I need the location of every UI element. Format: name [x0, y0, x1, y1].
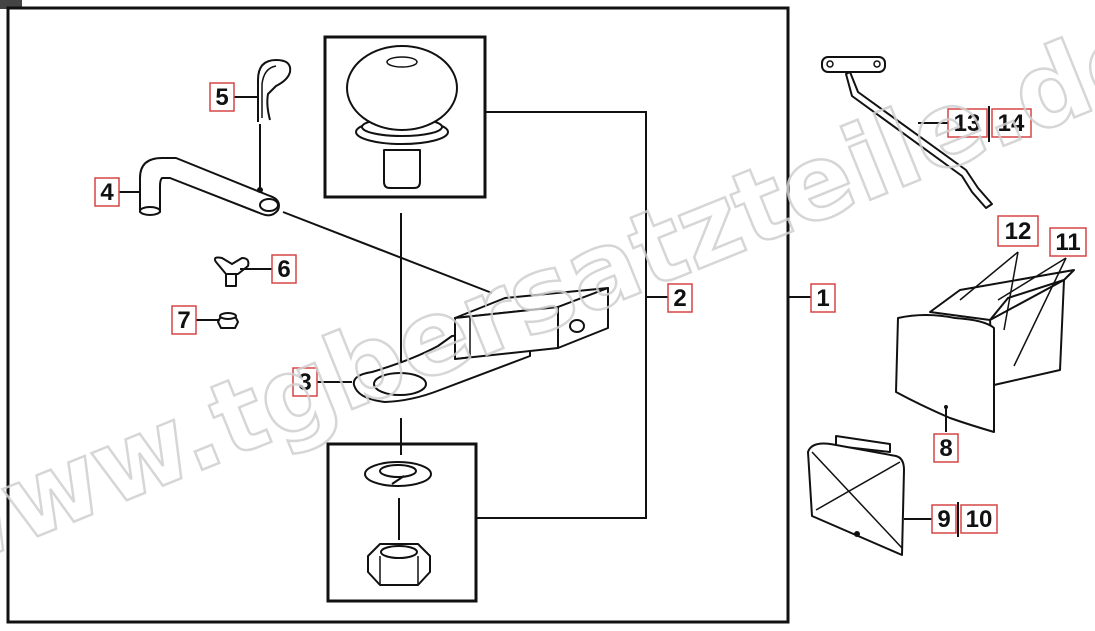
r-clip-part	[257, 59, 292, 122]
svg-text:14: 14	[998, 110, 1025, 137]
callout-9: 9	[931, 504, 957, 534]
leader-11-b	[1013, 257, 1067, 367]
leader-12-b	[1003, 251, 1019, 331]
hex-nut-part	[367, 543, 431, 586]
callout-11: 11	[1049, 227, 1087, 257]
svg-text:5: 5	[215, 84, 228, 111]
support-rod-part	[821, 56, 993, 209]
callout-5: 5	[209, 82, 235, 112]
svg-text:13: 13	[954, 110, 981, 137]
svg-text:2: 2	[673, 285, 686, 312]
svg-text:11: 11	[1055, 229, 1080, 256]
tow-ball-part	[346, 45, 458, 189]
main-assembly-frame	[6, 6, 790, 624]
svg-text:3: 3	[298, 369, 311, 396]
hitch-pin-part	[139, 157, 280, 217]
callout-2: 2	[667, 283, 693, 313]
callout-1: 1	[810, 283, 836, 313]
svg-text:7: 7	[177, 307, 190, 334]
callout-14: 14	[991, 108, 1032, 138]
callout-10: 10	[960, 504, 998, 534]
callout-7: 7	[171, 305, 197, 335]
leader-12-a	[959, 251, 1019, 301]
leader-11-a	[997, 257, 1067, 301]
watermark: www.tgbersatzteile.de	[0, 0, 1095, 604]
svg-text:12: 12	[1005, 218, 1032, 245]
spring-washer-part	[364, 461, 432, 487]
wing-bolt-part	[213, 256, 250, 287]
corner-mark	[0, 0, 22, 9]
callout-13: 13	[947, 108, 988, 138]
callout-8: 8	[933, 433, 959, 463]
svg-text:4: 4	[100, 179, 114, 206]
svg-text:1: 1	[816, 285, 829, 312]
callout-4: 4	[94, 177, 120, 207]
bracket-plate-part	[807, 435, 905, 556]
small-nut-part	[217, 312, 239, 329]
pin-axis-line	[282, 211, 493, 294]
hitch-bar-part	[352, 287, 609, 403]
svg-text:6: 6	[277, 256, 290, 283]
callout-12: 12	[997, 215, 1039, 247]
mud-flap-part	[895, 269, 1075, 433]
callout-3: 3	[292, 367, 318, 397]
ball-inset-box	[323, 35, 487, 199]
svg-text:10: 10	[966, 506, 993, 533]
svg-text:9: 9	[937, 506, 950, 533]
leader-2-bracket	[476, 111, 647, 519]
callout-6: 6	[271, 254, 297, 284]
svg-text:8: 8	[939, 435, 952, 462]
